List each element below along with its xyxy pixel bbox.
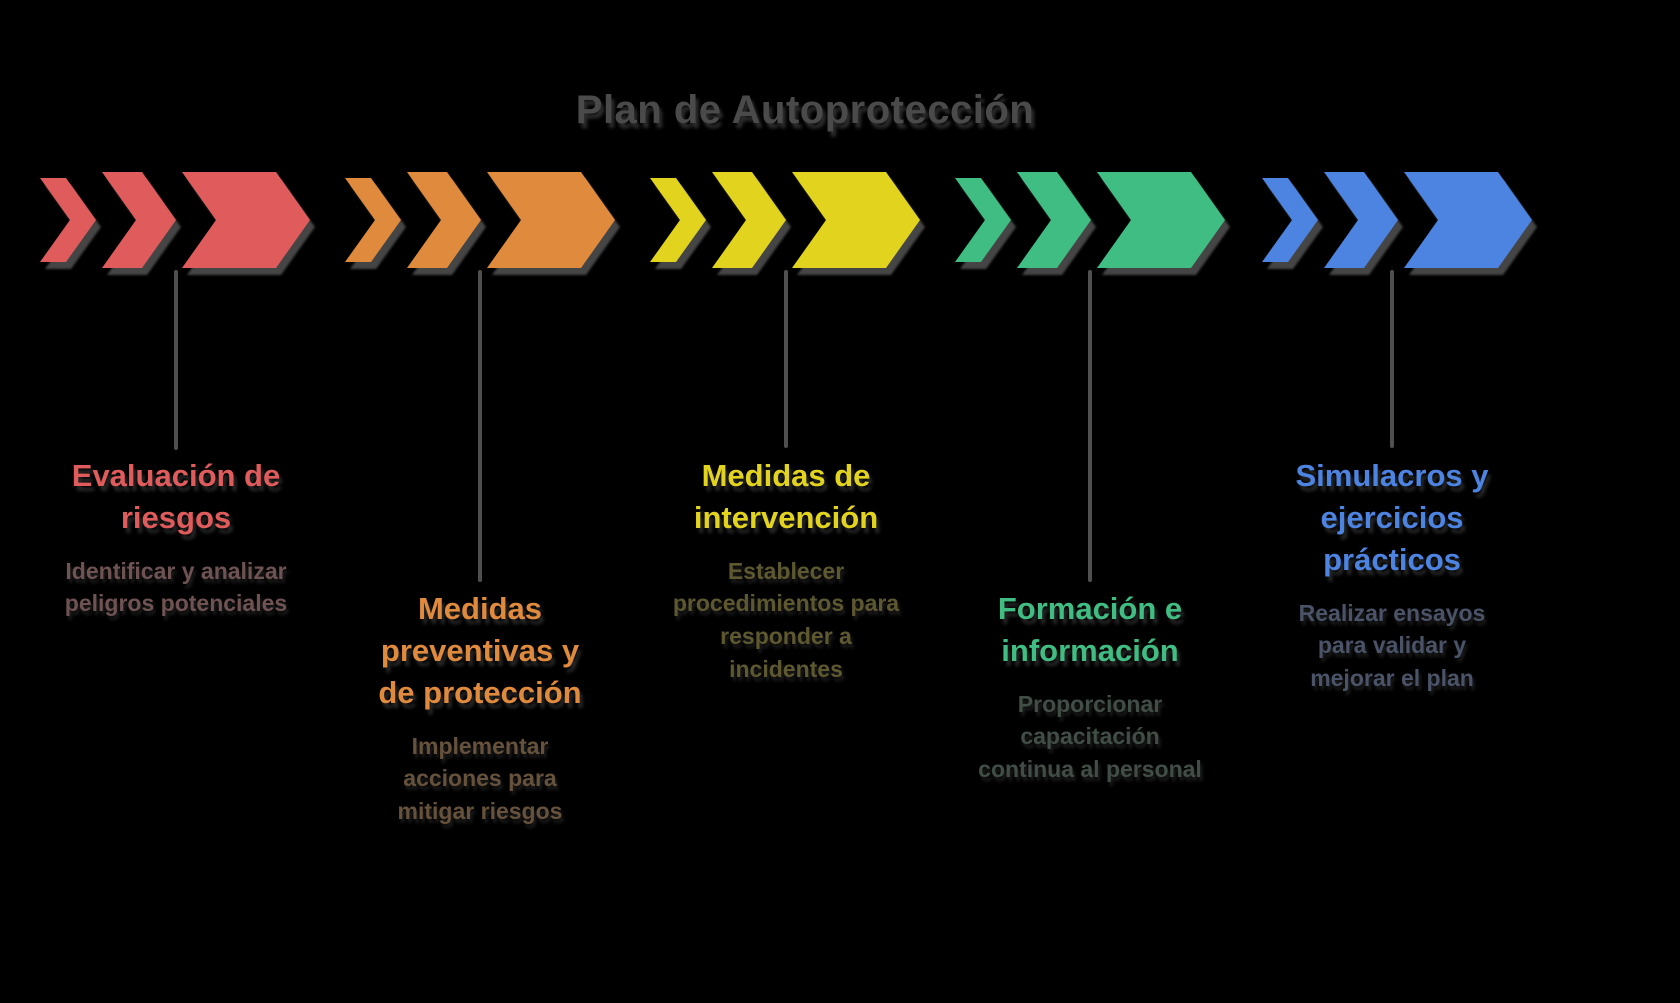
step-2-title: Medidas preventivas y de protección <box>378 591 582 710</box>
step-5-chevron-arrows-icon <box>1262 172 1532 268</box>
step-2-chevron-arrows-icon <box>345 172 615 268</box>
step-3-description: Establecer procedimientos para responder… <box>672 557 900 682</box>
step-2-connector-line <box>478 270 482 582</box>
step-4-connector-line <box>1088 270 1092 582</box>
step-1-text-block: Evaluación de riesgos Identificar y anal… <box>6 455 346 620</box>
step-5-connector-line <box>1390 270 1394 448</box>
step-1-description: Identificar y analizar peligros potencia… <box>64 557 288 617</box>
step-2-text-block: Medidas preventivas y de protección Impl… <box>310 588 650 828</box>
step-5-title: Simulacros y ejercicios prácticos <box>1295 458 1489 577</box>
page-title: Plan de Autoprotección <box>575 88 1035 132</box>
step-5-description: Realizar ensayos para validar y mejorar … <box>1298 599 1486 691</box>
step-1-connector-line <box>174 270 178 450</box>
step-1-title: Evaluación de riesgos <box>71 458 281 535</box>
step-2-description: Implementar acciones para mitigar riesgo… <box>397 732 563 824</box>
step-5-text-block: Simulacros y ejercicios prácticos Realiz… <box>1222 455 1562 695</box>
step-3-chevron-arrows-icon <box>650 172 920 268</box>
step-3-text-block: Medidas de intervención Establecer proce… <box>616 455 956 685</box>
step-4-chevron-arrows-icon <box>955 172 1225 268</box>
step-1-chevron-arrows-icon <box>40 172 310 268</box>
step-4-text-block: Formación e información Proporcionar cap… <box>920 588 1260 786</box>
step-3-title: Medidas de intervención <box>693 458 879 535</box>
step-4-title: Formación e información <box>997 591 1183 668</box>
step-4-description: Proporcionar capacitación continua al pe… <box>978 690 1202 782</box>
step-3-connector-line <box>784 270 788 448</box>
